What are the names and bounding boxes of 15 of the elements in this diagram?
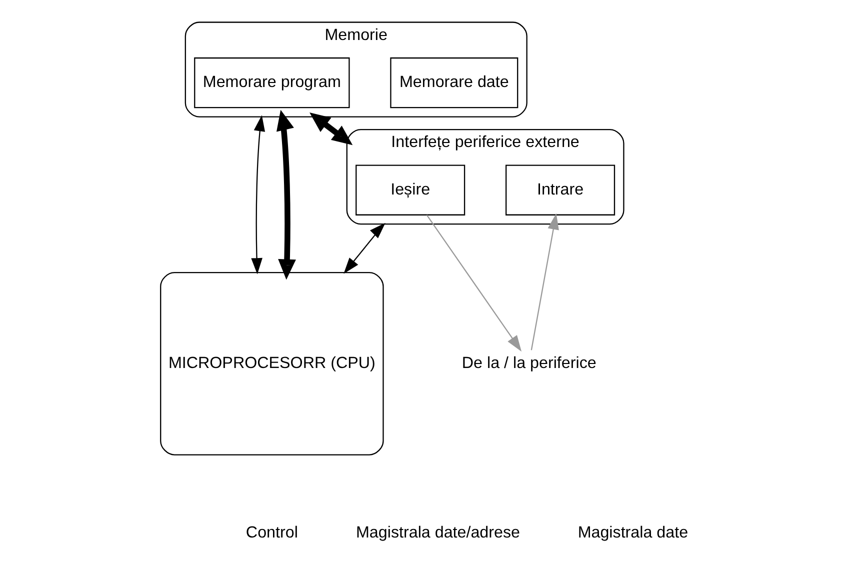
arrow <box>426 214 522 352</box>
legend-label: Control <box>246 523 298 542</box>
node-box: MICROPROCESORR (CPU) <box>160 272 384 456</box>
node-box: Memorare program <box>194 57 350 108</box>
arrow <box>310 112 353 146</box>
node-box: Intrare <box>506 164 616 216</box>
arrow <box>344 222 386 274</box>
legend-label: Magistrala date/adrese <box>356 523 520 542</box>
node-text: De la / la periferice <box>462 354 596 372</box>
legend-label: Magistrala date <box>578 523 688 542</box>
node-box: Memorare date <box>390 57 518 108</box>
node-box: Ieșire <box>356 164 466 216</box>
arrow <box>276 110 296 280</box>
arrow <box>251 115 266 274</box>
arrow <box>530 213 559 350</box>
